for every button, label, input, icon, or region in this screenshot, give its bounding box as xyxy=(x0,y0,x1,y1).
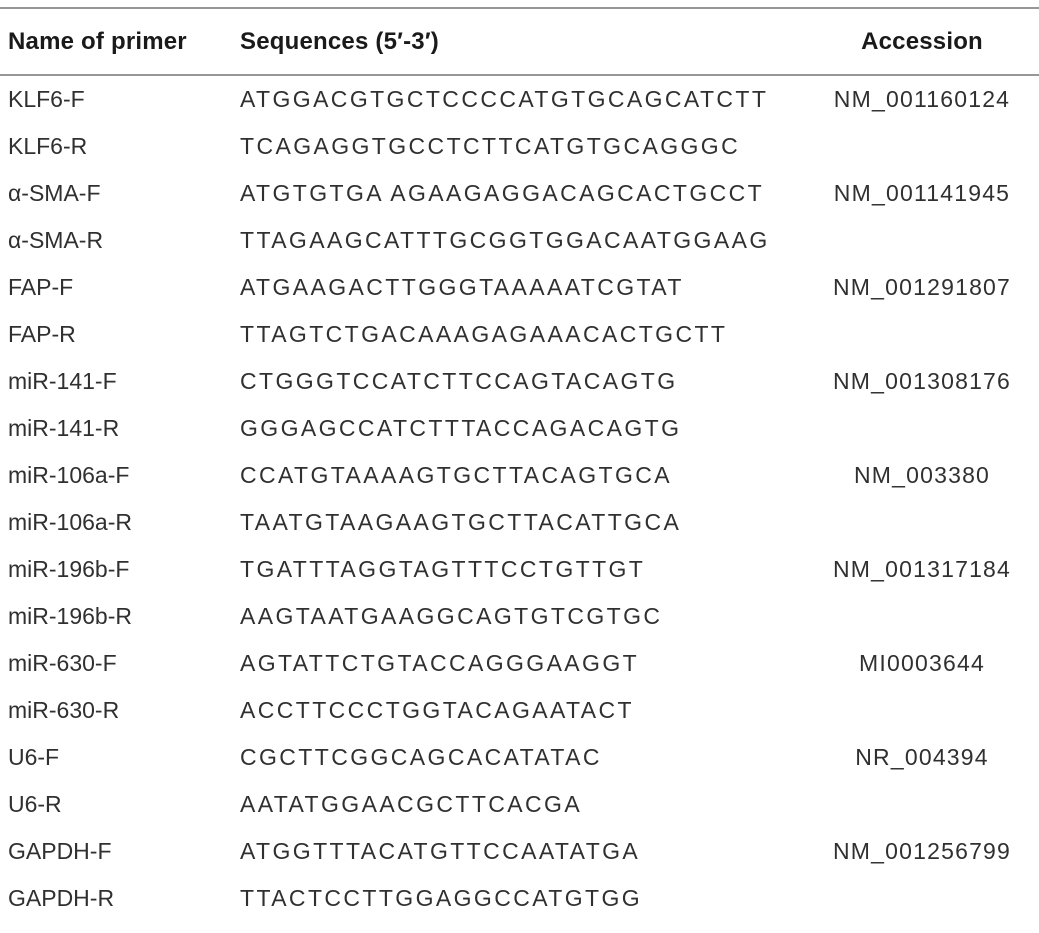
table-header-row: Name of primer Sequences (5′-3′) Accessi… xyxy=(0,9,1039,74)
accession-cell: NM_001256799 xyxy=(832,838,1012,864)
accession-cell: NR_004394 xyxy=(855,744,989,770)
table-row: miR-141-F CTGGGTCCATCTTCCAGTACAGTG NM_00… xyxy=(0,358,1039,405)
table-row: miR-196b-R AAGTAATGAAGGCAGTGTCGTGC xyxy=(0,593,1039,640)
primer-name-cell: KLF6-R xyxy=(8,133,88,159)
table-row: miR-141-R GGGAGCCATCTTTACCAGACAGTG xyxy=(0,405,1039,452)
table-row: FAP-F ATGAAGACTTGGGTAAAAATCGTAT NM_00129… xyxy=(0,264,1039,311)
table-row: GAPDH-F ATGGTTTACATGTTCCAATATGA NM_00125… xyxy=(0,828,1039,875)
sequence-cell: TGATTTAGGTAGTTTCCTGTTGT xyxy=(240,556,646,582)
sequence-cell: AATATGGAACGCTTCACGA xyxy=(240,791,583,817)
accession-cell: NM_001160124 xyxy=(833,86,1011,112)
primer-name-cell: GAPDH-F xyxy=(8,838,112,864)
table-row: KLF6-F ATGGACGTGCTCCCCATGTGCAGCATCTT NM_… xyxy=(0,76,1039,123)
primer-name-cell: GAPDH-R xyxy=(8,885,115,911)
sequence-cell: CTGGGTCCATCTTCCAGTACAGTG xyxy=(240,368,678,394)
table-row: U6-F CGCTTCGGCAGCACATATAC NR_004394 xyxy=(0,734,1039,781)
primer-name-cell: FAP-F xyxy=(8,274,74,300)
table-row: α-SMA-F ATGTGTGA AGAAGAGGACAGCACTGCCT NM… xyxy=(0,170,1039,217)
sequence-cell: CGCTTCGGCAGCACATATAC xyxy=(240,744,602,770)
accession-cell: NM_003380 xyxy=(853,462,991,488)
primer-name-cell: miR-630-R xyxy=(8,697,120,723)
accession-cell: NM_001317184 xyxy=(832,556,1012,582)
column-header-sequences: Sequences (5′-3′) xyxy=(240,27,439,55)
accession-cell: NM_001291807 xyxy=(832,274,1012,300)
sequence-cell: TAATGTAAGAAGTGCTTACATTGCA xyxy=(240,509,682,535)
primer-name-cell: α-SMA-R xyxy=(8,227,104,253)
sequence-cell: TTACTCCTTGGAGGCCATGTGG xyxy=(240,885,643,911)
accession-cell: MI0003644 xyxy=(859,650,985,676)
sequence-cell: CCATGTAAAAGTGCTTACAGTGCA xyxy=(240,462,673,488)
primer-name-cell: U6-F xyxy=(8,744,60,770)
primer-name-cell: miR-196b-R xyxy=(8,603,132,629)
sequence-cell: GGGAGCCATCTTTACCAGACAGTG xyxy=(240,415,682,441)
accession-cell: NM_001308176 xyxy=(832,368,1012,394)
primer-name-cell: miR-106a-R xyxy=(8,509,132,535)
accession-cell: NM_001141945 xyxy=(833,180,1011,206)
table-row: miR-630-F AGTATTCTGTACCAGGGAAGGT MI00036… xyxy=(0,640,1039,687)
column-header-name-of-primer: Name of primer xyxy=(8,27,187,55)
primer-name-cell: miR-141-F xyxy=(8,368,117,394)
table-row: miR-630-R ACCTTCCCTGGTACAGAATACT xyxy=(0,687,1039,734)
sequence-cell: ATGTGTGA AGAAGAGGACAGCACTGCCT xyxy=(240,180,765,206)
table-row: miR-196b-F TGATTTAGGTAGTTTCCTGTTGT NM_00… xyxy=(0,546,1039,593)
table-body: KLF6-F ATGGACGTGCTCCCCATGTGCAGCATCTT NM_… xyxy=(0,76,1039,922)
primer-name-cell: miR-196b-F xyxy=(8,556,130,582)
table-row: FAP-R TTAGTCTGACAAAGAGAAACACTGCTT xyxy=(0,311,1039,358)
table-row: U6-R AATATGGAACGCTTCACGA xyxy=(0,781,1039,828)
sequence-cell: ACCTTCCCTGGTACAGAATACT xyxy=(240,697,634,723)
primer-name-cell: U6-R xyxy=(8,791,62,817)
table-row: α-SMA-R TTAGAAGCATTTGCGGTGGACAATGGAAG xyxy=(0,217,1039,264)
sequence-cell: AGTATTCTGTACCAGGGAAGGT xyxy=(240,650,640,676)
sequence-cell: TTAGTCTGACAAAGAGAAACACTGCTT xyxy=(240,321,728,347)
sequence-cell: ATGGACGTGCTCCCCATGTGCAGCATCTT xyxy=(240,86,769,112)
sequence-cell: ATGGTTTACATGTTCCAATATGA xyxy=(240,838,641,864)
sequence-cell: TCAGAGGTGCCTCTTCATGTGCAGGGC xyxy=(240,133,741,159)
sequence-cell: ATGAAGACTTGGGTAAAAATCGTAT xyxy=(240,274,684,300)
primer-name-cell: FAP-R xyxy=(8,321,76,347)
sequence-cell: TTAGAAGCATTTGCGGTGGACAATGGAAG xyxy=(240,227,770,253)
table-header-rule xyxy=(0,74,1039,76)
primer-name-cell: α-SMA-F xyxy=(8,180,101,206)
table-row: miR-106a-R TAATGTAAGAAGTGCTTACATTGCA xyxy=(0,499,1039,546)
table-top-rule xyxy=(0,7,1039,9)
primer-name-cell: miR-141-R xyxy=(8,415,120,441)
sequence-cell: AAGTAATGAAGGCAGTGTCGTGC xyxy=(240,603,663,629)
table-row: GAPDH-R TTACTCCTTGGAGGCCATGTGG xyxy=(0,875,1039,922)
primer-name-cell: miR-106a-F xyxy=(8,462,130,488)
table-row: miR-106a-F CCATGTAAAAGTGCTTACAGTGCA NM_0… xyxy=(0,452,1039,499)
table-row: KLF6-R TCAGAGGTGCCTCTTCATGTGCAGGGC xyxy=(0,123,1039,170)
column-header-accession: Accession xyxy=(861,27,983,55)
primer-name-cell: miR-630-F xyxy=(8,650,117,676)
primer-name-cell: KLF6-F xyxy=(8,86,85,112)
